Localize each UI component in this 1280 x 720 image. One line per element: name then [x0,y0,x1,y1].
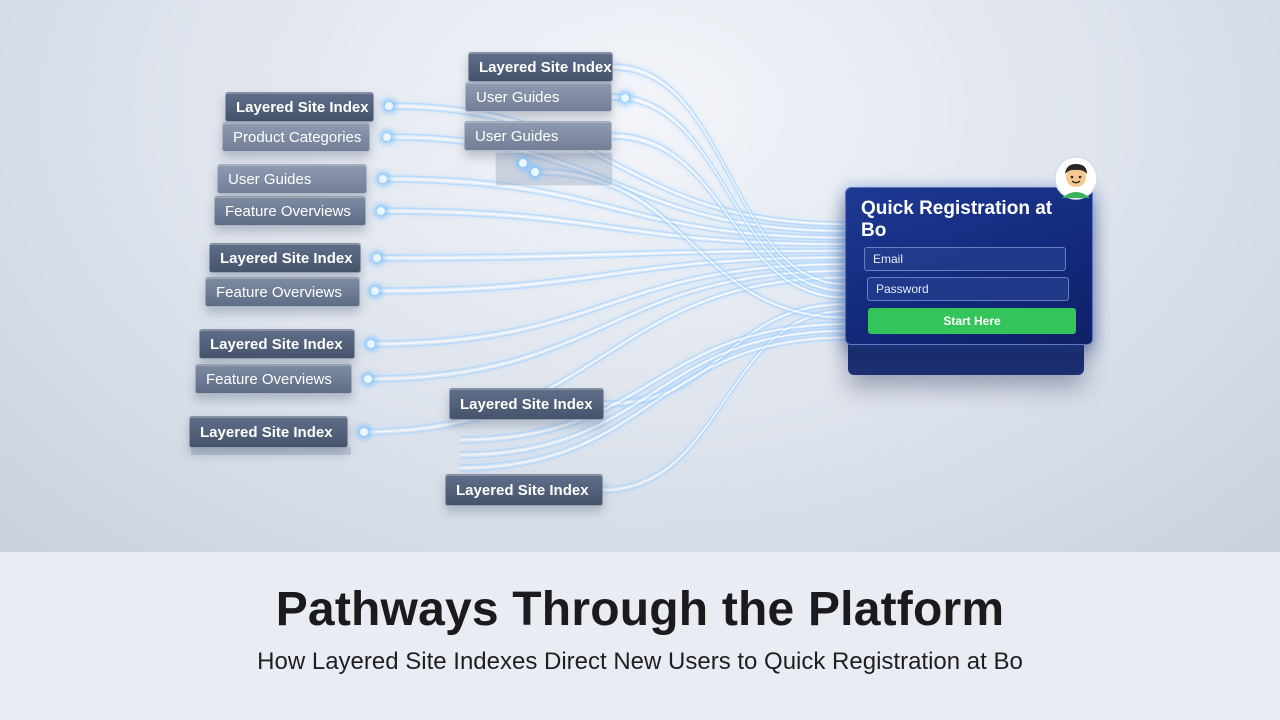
email-field[interactable] [864,247,1066,271]
connector-dot [377,207,385,215]
flow-line [459,339,847,472]
connector-dot [379,175,387,183]
flow-line [382,178,847,239]
flow-line [380,207,847,243]
flow-line [611,132,847,297]
flow-line [459,323,847,441]
flow-line [602,310,847,491]
node-layered-site-index: Layered Site Index [449,388,604,420]
flow-line [459,325,847,444]
flow-line [376,247,847,256]
registration-title: Quick Registration at Bo [861,198,1053,241]
flow-line [388,108,847,228]
flow-line [459,321,847,438]
flow-line [459,334,847,466]
flow-line [363,277,847,433]
caption-panel [0,552,1280,720]
flow-line [376,250,847,259]
flow-line [611,99,847,294]
flow-line [367,267,847,377]
node-user-guides: User Guides [464,121,612,151]
ghost-panel [495,152,613,186]
connector-dot [367,340,375,348]
flow-line [388,102,847,223]
flow-line [611,93,847,290]
user-avatar-icon [1054,156,1098,200]
flow-line [374,259,847,295]
flow-line [612,69,847,288]
flow-scene: Layered Site Index User Guides User Guid… [0,0,1280,552]
quick-registration-card: Quick Registration at Bo Start Here [845,187,1093,345]
flow-line [370,265,847,348]
node-layered-site-index: Layered Site Index [209,243,361,273]
connector-dot [531,168,539,176]
flow-line [459,337,847,469]
flow-line [363,274,847,430]
connector-dot [373,254,381,262]
page-subtitle: How Layered Site Indexes Direct New User… [257,648,1023,675]
flow-line [611,135,847,299]
connector-dot [385,102,393,110]
connector-dot [360,428,368,436]
flow-line [459,332,847,459]
connector-dot [519,159,527,167]
flow-line [539,168,847,317]
page-title: Pathways Through the Platform [275,583,1005,636]
flow-line [602,312,847,494]
node-layered-site-index: Layered Site Index [468,52,613,82]
node-feature-overviews: Feature Overviews [214,196,366,226]
flow-line [602,307,847,488]
node-product-categories: Product Categories [222,122,370,152]
flow-line [382,175,847,237]
flow-line [539,174,847,321]
node-layered-site-index: Layered Site Index [189,416,348,448]
flow-line [459,330,847,456]
flow-line [459,327,847,453]
node-layered-site-index: Layered Site Index [225,92,374,122]
connector-dot [371,287,379,295]
flow-line [603,303,847,405]
flow-line [376,252,847,262]
flow-line [386,139,847,234]
flow-line [367,272,847,383]
flow-line [539,171,847,319]
flow-line [612,66,847,285]
flow-line [367,270,847,380]
connector-dot [383,133,391,141]
node-user-guides: User Guides [465,82,612,112]
flow-line [611,138,847,301]
node-feature-overviews: Feature Overviews [205,277,360,307]
flow-line [363,279,847,436]
flow-line [370,261,847,342]
flow-line [382,181,847,241]
connector-dot [364,375,372,383]
password-field[interactable] [867,277,1069,301]
flow-line [388,105,847,225]
node-layered-site-index: Layered Site Index [199,329,355,359]
connector-dot [621,94,629,102]
start-here-button[interactable]: Start Here [868,308,1076,334]
flow-line [612,63,847,283]
flow-line [603,301,847,402]
node-user-guides: User Guides [217,164,367,194]
node-feature-overviews: Feature Overviews [195,364,352,394]
flow-line [611,96,847,292]
flow-line [370,263,847,345]
node-layered-site-index: Layered Site Index [445,474,603,506]
